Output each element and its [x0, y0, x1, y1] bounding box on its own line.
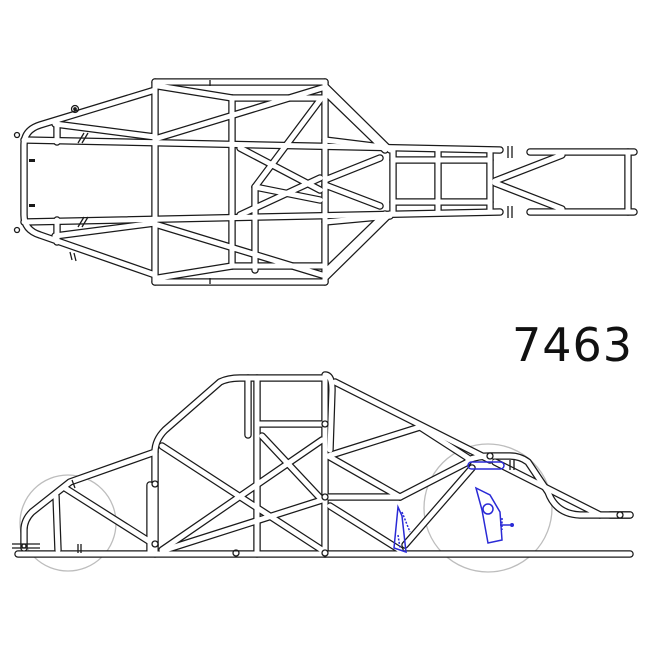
top-view	[13, 78, 638, 286]
rear-wheel-outline	[423, 443, 553, 573]
part-number-label: 7463	[512, 318, 634, 372]
side-view	[12, 371, 634, 573]
blue-brackets	[393, 461, 514, 554]
